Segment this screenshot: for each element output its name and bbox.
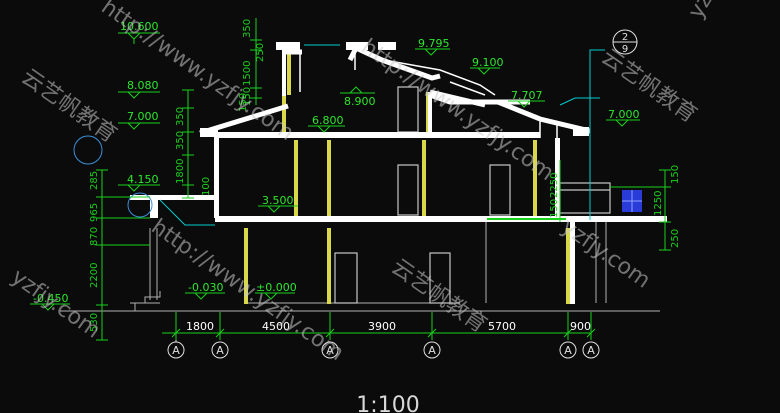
dim-top-350: 350 xyxy=(242,19,253,38)
dim-mid-100: 100 xyxy=(201,177,212,196)
grid-bubble-1 xyxy=(167,341,185,359)
dim-left-2200: 2200 xyxy=(89,263,100,288)
slab-canopy xyxy=(130,195,218,200)
grid-bubble-4 xyxy=(423,341,441,359)
dim-horizontal-chain xyxy=(162,312,596,340)
roof-eaves xyxy=(200,42,589,137)
openings xyxy=(334,86,611,304)
slab-second-floor xyxy=(214,132,540,138)
elev-4150: 4.150 xyxy=(127,173,159,186)
dim-midleft-chain xyxy=(182,89,194,199)
door-first-1 xyxy=(397,164,419,216)
dim-top-chain xyxy=(250,18,262,105)
elev-9795: 9.795 xyxy=(418,37,450,50)
walls-and-slabs xyxy=(130,50,667,304)
grid-bubble-5 xyxy=(559,341,577,359)
grid-label-3: A xyxy=(326,344,334,357)
grid-axis-labels: A A A A A A xyxy=(172,344,595,357)
grid-label-6: A xyxy=(587,344,595,357)
grid-bubble-3 xyxy=(321,341,339,359)
dim-top-150: 150 xyxy=(242,87,253,106)
elev-7000-left: 7.000 xyxy=(127,110,159,123)
elev-8080: 8.080 xyxy=(127,79,159,92)
section-ref-top: 2 xyxy=(622,32,628,43)
leader-lines xyxy=(73,44,605,226)
dim-right-chain xyxy=(559,160,671,251)
dim-top-1500: 1500 xyxy=(242,61,253,86)
dim-mid-1800: 1800 xyxy=(175,159,186,184)
elev-minus0030: -0.030 xyxy=(188,281,223,294)
dim-left-chain xyxy=(96,169,150,341)
elev-0000: ±0.000 xyxy=(256,281,297,294)
section-reference: 2 9 xyxy=(612,29,638,55)
grid-label-4: A xyxy=(428,344,436,357)
grid-label-1: A xyxy=(172,344,180,357)
dim-midleft-labels: 100 1800 350 350 150 xyxy=(175,93,249,196)
dim-mid-350a: 350 xyxy=(175,131,186,150)
canopy-end xyxy=(150,200,158,218)
dim-mid-350b: 350 xyxy=(175,107,186,126)
elevation-labels: 10.600 8.080 7.000 4.150 -0.450 -0.030 ±… xyxy=(33,20,640,305)
elev-minus0450: -0.450 xyxy=(33,292,68,305)
dim-h-3900: 3900 xyxy=(368,320,396,333)
section-ref-bottom: 9 xyxy=(622,44,628,55)
dim-left-labels: 530 2200 870 965 285 xyxy=(89,171,100,332)
dim-right-1250: 1250 xyxy=(653,191,664,216)
elev-10600: 10.600 xyxy=(120,20,159,33)
elev-7707: 7.707 xyxy=(511,89,543,102)
elev-6800: 6.800 xyxy=(312,114,344,127)
roof-thin xyxy=(299,48,558,138)
dim-horizontal-labels: 1800 4500 3900 5700 900 xyxy=(186,320,591,333)
dim-right-2250: 2250 xyxy=(549,173,560,198)
grid-bubble-6 xyxy=(582,341,600,359)
dim-h-1800: 1800 xyxy=(186,320,214,333)
elev-7000-right: 7.000 xyxy=(608,108,640,121)
dim-right-labels: 150 2250 250 1250 150 xyxy=(549,165,681,248)
dim-top-labels: 350 250 1500 150 xyxy=(242,19,266,106)
door-first-2 xyxy=(489,164,511,216)
elev-8900: 8.900 xyxy=(344,95,376,108)
window-blue xyxy=(610,186,660,212)
wall-left-upper xyxy=(214,138,219,218)
door-ground-1 xyxy=(334,252,358,304)
dim-left-285: 285 xyxy=(89,171,100,190)
dim-h-5700: 5700 xyxy=(488,320,516,333)
slab-first-floor xyxy=(215,216,667,222)
dim-right-150b: 150 xyxy=(670,165,681,184)
dim-right-150a: 150 xyxy=(549,199,560,218)
wall-right-lower xyxy=(570,222,575,304)
elev-3500: 3.500 xyxy=(262,194,294,207)
dim-left-965: 965 xyxy=(89,203,100,222)
dim-left-530: 530 xyxy=(89,313,100,332)
grid-axes xyxy=(167,340,600,359)
dim-h-900: 900 xyxy=(570,320,591,333)
elevation-markers xyxy=(30,32,640,311)
dim-h-4500: 4500 xyxy=(262,320,290,333)
dim-right-250: 250 xyxy=(670,229,681,248)
grid-label-5: A xyxy=(564,344,572,357)
dim-mid-150: 150 xyxy=(238,93,249,112)
wall-top xyxy=(282,50,286,96)
grid-label-2: A xyxy=(216,344,224,357)
dim-top-250: 250 xyxy=(255,43,266,62)
elev-9100: 9.100 xyxy=(472,56,504,69)
door-ground-2 xyxy=(429,252,451,304)
grid-bubble-2 xyxy=(211,341,229,359)
dim-left-870: 870 xyxy=(89,227,100,246)
wall-right-upper xyxy=(555,138,560,218)
drawing-scale: 1:100 xyxy=(356,393,419,413)
wall-mid-upper xyxy=(428,92,432,134)
